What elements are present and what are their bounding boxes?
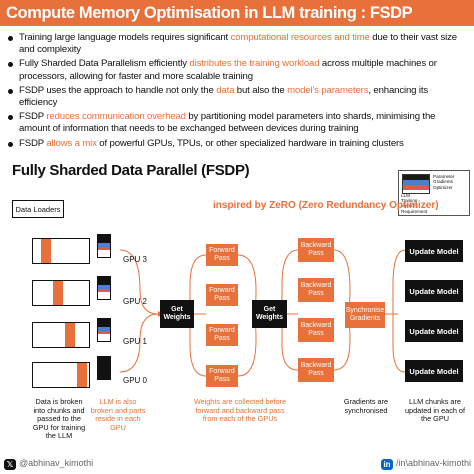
- legend-memory-bar: [402, 174, 430, 194]
- get-weights-box: Get Weights: [252, 300, 287, 328]
- linkedin-icon: in: [381, 459, 393, 470]
- bullet-text: , enhancing its efficiency: [19, 84, 428, 109]
- bullet-highlight: data: [216, 84, 235, 96]
- forward-pass-box: Forward Pass: [206, 324, 238, 346]
- footer-handle-left[interactable]: @abhinav_kimothi: [19, 458, 94, 468]
- update-model-box: Update Model: [405, 280, 463, 302]
- update-model-box: Update Model: [405, 360, 463, 382]
- bullet-text: FSDP: [19, 137, 47, 149]
- caption-update: LLM chunks are updated in each of the GP…: [404, 397, 466, 424]
- bullet-item: FSDP uses the approach to handle not onl…: [6, 85, 468, 109]
- get-weights-box: Get Weights: [160, 300, 194, 328]
- bullet-highlight: model's parameters: [287, 84, 369, 96]
- bullet-text: Fully Sharded Data Parallelism efficient…: [19, 58, 190, 70]
- data-loaders-box: Data Loaders: [12, 200, 64, 218]
- bullet-highlight: allows a mix: [46, 137, 97, 149]
- diagram-title: Fully Sharded Data Parallel (FSDP): [12, 162, 250, 179]
- forward-pass-box: Forward Pass: [206, 365, 238, 387]
- gpu-memory-bar: [97, 234, 111, 258]
- page-title: Compute Memory Optimisation in LLM train…: [6, 4, 413, 22]
- caption-gradients: Gradients are synchronised: [343, 397, 389, 415]
- gpu-label: GPU 2: [123, 297, 148, 306]
- backward-pass-box: Backward Pass: [298, 318, 334, 342]
- update-model-box: Update Model: [405, 240, 463, 262]
- bullet-highlight: computational resources and time: [230, 32, 370, 43]
- legend-right-text: Parameter Gradients Optimizer: [433, 174, 455, 190]
- data-chunk: [32, 362, 90, 388]
- data-chunk: [32, 322, 90, 348]
- gpu-label: GPU 1: [123, 337, 148, 346]
- gpu-label: GPU 0: [123, 376, 148, 385]
- footer-handle-right[interactable]: /in\abhinav-kimothi: [396, 458, 472, 468]
- data-chunk: [32, 238, 90, 264]
- bullet-text: of powerful GPUs, TPUs, or other special…: [96, 137, 404, 149]
- footer: 𝕏 @abhinav_kimothi in /in\abhinav-kimoth…: [0, 456, 474, 474]
- bullet-item: Fully Sharded Data Parallelism efficient…: [6, 58, 468, 82]
- caption-data: Data is broken into chunks and passed to…: [32, 397, 86, 441]
- gpu-memory-bar: [97, 356, 111, 380]
- legend-left-text: LLM Training Memory Requirement: [401, 193, 428, 214]
- backward-pass-box: Backward Pass: [298, 238, 334, 262]
- gpu-label: GPU 3: [123, 255, 148, 264]
- bullet-text: but also the: [234, 84, 288, 96]
- bullet-item: Training large language models requires …: [6, 32, 468, 56]
- bullet-highlight: distributes the training workload: [189, 58, 320, 70]
- inspired-by-label: inspired by ZeRO (Zero Redundancy Optimi…: [213, 200, 439, 211]
- backward-pass-box: Backward Pass: [298, 278, 334, 302]
- update-model-box: Update Model: [405, 320, 463, 342]
- bullet-list: Training large language models requires …: [6, 32, 468, 152]
- backward-pass-box: Backward Pass: [298, 358, 334, 382]
- forward-pass-box: Forward Pass: [206, 284, 238, 306]
- legend: LLM Training Memory Requirement Paramete…: [398, 170, 470, 216]
- forward-pass-box: Forward Pass: [206, 244, 238, 266]
- bullet-text: Training large language models requires …: [19, 32, 231, 43]
- caption-weights: Weights are collected before forward and…: [193, 397, 287, 424]
- bullet-highlight: reduces communication overhead: [46, 111, 186, 123]
- title-bar: Compute Memory Optimisation in LLM train…: [0, 0, 474, 26]
- x-icon: 𝕏: [4, 459, 16, 470]
- bullet-text: FSDP uses the approach to handle not onl…: [19, 84, 217, 96]
- caption-llm: LLM is also broken and parts reside in e…: [90, 397, 146, 432]
- gpu-memory-bar: [97, 276, 111, 300]
- bullet-text: FSDP: [19, 111, 47, 123]
- gpu-memory-bar: [97, 318, 111, 342]
- bullet-text: due to their vast size and complexity: [19, 32, 457, 56]
- bullet-item: FSDP allows a mix of powerful GPUs, TPUs…: [6, 138, 468, 150]
- data-chunk: [32, 280, 90, 306]
- synchronise-gradients-box: Synchronise Gradients: [345, 302, 385, 328]
- bullet-item: FSDP reduces communication overhead by p…: [6, 111, 468, 135]
- bullet-text: across multiple machines or processors, …: [19, 58, 437, 82]
- bullet-text: by partitioning model parameters into sh…: [19, 111, 436, 135]
